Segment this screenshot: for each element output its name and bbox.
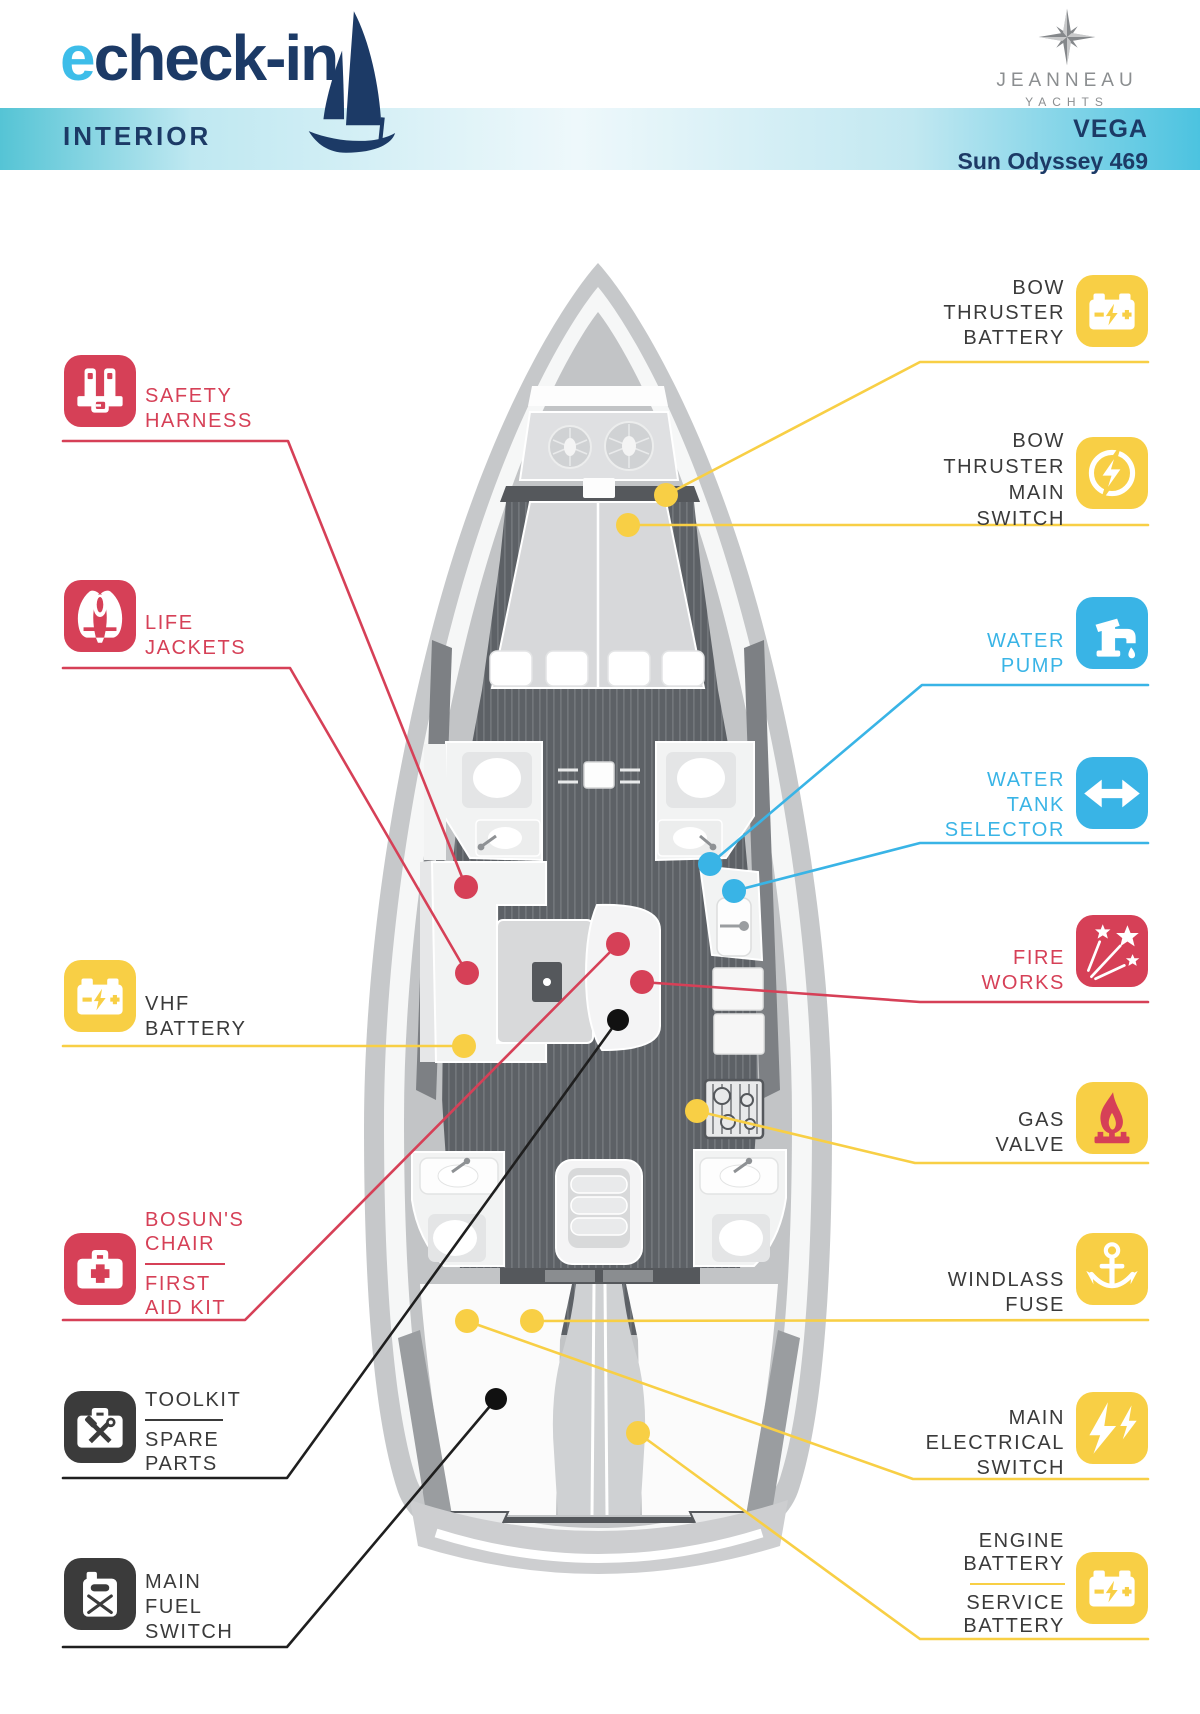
dot-gas-valve [685, 1099, 709, 1123]
double-bolt-icon [1076, 1392, 1148, 1464]
dot-water-pump [698, 852, 722, 876]
divider [145, 1263, 225, 1265]
leader-bosuns-chair [61, 942, 620, 1322]
callout-water-pump: WATER PUMP [987, 630, 1065, 677]
dot-bosuns-chair [606, 932, 630, 956]
callout-vhf-battery: VHF BATTERY [145, 993, 247, 1040]
boat-model: Sun Odyssey 469 [957, 148, 1149, 174]
leader-safety-harness [61, 439, 468, 889]
dot-engine-service-battery [626, 1421, 650, 1445]
dot-windlass-fuse [520, 1309, 544, 1333]
dot-life-jackets [455, 961, 479, 985]
harness-icon [64, 355, 136, 427]
battery-icon [1076, 1552, 1148, 1624]
manufacturer-name: JEANNEAU [996, 70, 1138, 91]
jeanneau-brand: JEANNEAU YACHTS [967, 8, 1167, 109]
location-dots [452, 483, 746, 1445]
manufacturer-sub: YACHTS [1025, 95, 1109, 109]
callout-main-electrical-switch: MAIN ELECTRICAL SWITCH [925, 1407, 1065, 1479]
leader-water-tank-selector [732, 841, 1150, 893]
dot-toolkit [607, 1009, 629, 1031]
toolbox-icon [64, 1391, 136, 1463]
leader-bow-thruster-battery [664, 360, 1150, 497]
callout-toolkit-spare-parts: TOOLKIT SPARE PARTS [145, 1389, 242, 1475]
divider [970, 1583, 1065, 1585]
leader-main-fuel-switch [61, 1397, 498, 1649]
boat-name: VEGA [1073, 115, 1148, 143]
leader-main-electrical-switch [465, 1319, 1150, 1481]
dot-bow-thruster-main-switch [616, 513, 640, 537]
dot-main-fuel-switch [485, 1388, 507, 1410]
double-arrow-icon [1076, 757, 1148, 829]
life-jacket-icon [64, 580, 136, 652]
battery-icon [1076, 275, 1148, 347]
leader-lines [61, 360, 1150, 1649]
leader-toolkit [61, 1018, 620, 1480]
flame-icon [1076, 1082, 1148, 1154]
section-title: INTERIOR [63, 121, 212, 151]
first-aid-icon [64, 1233, 136, 1305]
callout-bow-thruster-main-switch: BOW THRUSTER MAIN SWITCH [943, 430, 1065, 530]
callout-bosuns-chair-first-aid: BOSUN'S CHAIR FIRST AID KIT [145, 1209, 245, 1319]
dot-safety-harness [454, 875, 478, 899]
compass-rose-icon [1038, 8, 1096, 66]
bolt-circle-icon [1076, 437, 1148, 509]
divider [145, 1419, 223, 1421]
leader-water-pump [708, 683, 1150, 866]
dot-water-tank-selector [722, 879, 746, 903]
battery-icon [64, 960, 136, 1032]
jerry-can-icon [64, 1558, 136, 1630]
sailboat-logo-icon [308, 11, 396, 153]
callout-bow-thruster-battery: BOW THRUSTER BATTERY [943, 277, 1065, 349]
logo-e: e [60, 22, 96, 94]
callout-safety-harness: SAFETY HARNESS [145, 385, 253, 432]
leader-life-jackets [61, 666, 469, 975]
callout-gas-valve: GAS VALVE [995, 1109, 1065, 1156]
leader-windlass-fuse [530, 1318, 1150, 1323]
header-band [0, 108, 1200, 170]
dot-fire-works [630, 970, 654, 994]
dot-main-electrical-switch [455, 1309, 479, 1333]
boat-identity: VEGA Sun Odyssey 469 [748, 115, 1149, 175]
callout-water-tank-selector: WATER TANK SELECTOR [944, 769, 1065, 841]
callout-fire-works: FIRE WORKS [981, 947, 1065, 994]
callout-main-fuel-switch: MAIN FUEL SWITCH [145, 1571, 234, 1643]
leader-gas-valve [695, 1109, 1150, 1165]
echeckin-logo: echeck-in [60, 26, 339, 90]
callout-engine-service-battery: ENGINE BATTERY SERVICE BATTERY [963, 1530, 1065, 1637]
logo-rest: check-in [93, 22, 340, 94]
dot-vhf-battery [452, 1034, 476, 1058]
fireworks-icon [1076, 915, 1148, 987]
leader-fire-works [640, 980, 1150, 1004]
anchor-icon [1076, 1233, 1148, 1305]
callout-windlass-fuse: WINDLASS FUSE [947, 1269, 1065, 1316]
callout-life-jackets: LIFE JACKETS [145, 612, 247, 659]
dot-bow-thruster-battery [654, 483, 678, 507]
faucet-icon [1076, 597, 1148, 669]
leader-engine-service-battery [636, 1431, 1150, 1641]
